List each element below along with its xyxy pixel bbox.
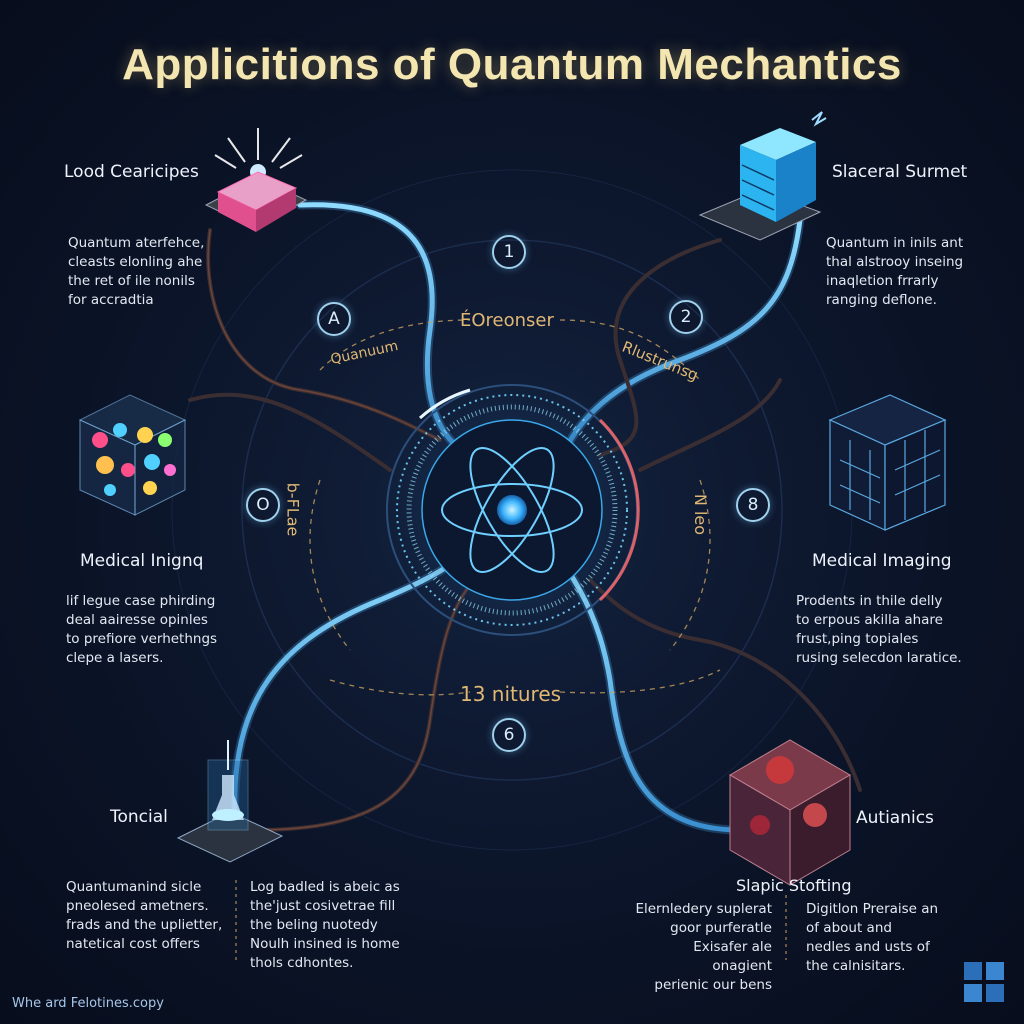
desc-line: frads and the uplietter, bbox=[66, 917, 223, 933]
desc-line: the'just cosivetrae fill bbox=[250, 898, 396, 914]
flask-icon bbox=[176, 740, 284, 863]
node-desc-bottom-right-b: Digitlon Preraise an of about and nedles… bbox=[806, 900, 938, 976]
node-desc-mid-right: Prodents in thile delly to erpous akilla… bbox=[796, 592, 962, 668]
desc-line: pneolesed ametners. bbox=[66, 898, 209, 914]
desc-line: Quantum aterfehce, bbox=[68, 235, 205, 251]
particle-cube-icon bbox=[78, 394, 187, 516]
desc-line: Log badled is abeic as bbox=[250, 879, 400, 895]
desc-line: cleasts elonling ahe bbox=[68, 254, 203, 270]
desc-line: for accradtia bbox=[68, 292, 154, 308]
node-label-mid-left: Medical Inignq bbox=[80, 551, 204, 571]
desc-line: the ret of ile nonils bbox=[68, 273, 195, 289]
desc-line: lif legue case phirding bbox=[66, 593, 216, 609]
server-icon bbox=[698, 111, 827, 241]
desc-line: frust,ping topiales bbox=[796, 631, 919, 647]
desc-line: nedles and usts of bbox=[806, 939, 930, 955]
desc-line: natetical cost offers bbox=[66, 936, 200, 952]
node-desc-bottom-left: Quantumanind sicle pneolesed ametners. f… bbox=[66, 878, 222, 954]
desc-line: clepe a lasers. bbox=[66, 650, 164, 666]
red-cube-icon bbox=[729, 739, 851, 886]
center-label-top: ÉOreonser bbox=[460, 310, 554, 331]
desc-line: the beling nuotedy bbox=[250, 917, 378, 933]
desc-line: goor purferatle bbox=[670, 920, 772, 936]
node-sublabel-bottom-right: Slapic Stofting bbox=[736, 876, 852, 895]
desc-line: Elernledery suplerat bbox=[635, 901, 772, 917]
desc-line: the calnisitars. bbox=[806, 958, 906, 974]
desc-line: to erpous akilla ahare bbox=[796, 612, 943, 628]
desc-line: deal aairesse opinles bbox=[66, 612, 208, 628]
center-label-left-vertical: b-FLae bbox=[283, 482, 303, 537]
grid-cube-icon bbox=[828, 394, 947, 531]
step-letter-a: A bbox=[317, 302, 351, 336]
node-desc-bottom-right-a: Elernledery suplerat goor purferatle Exi… bbox=[632, 900, 772, 995]
step-number-1: 1 bbox=[492, 235, 526, 269]
node-desc-bottom-middle: Log badled is abeic as the'just cosivetr… bbox=[250, 878, 400, 973]
chip-icon bbox=[204, 128, 308, 232]
desc-line: Prodents in thile delly bbox=[796, 593, 943, 609]
desc-line: Noulh insined is home bbox=[250, 936, 400, 952]
desc-line: ranging deflone. bbox=[826, 292, 937, 308]
center-label-right-vertical: N leo bbox=[691, 493, 711, 536]
footer-credit: Whe ard Felotines.copy bbox=[12, 996, 164, 1011]
node-label-mid-right: Medical Imaging bbox=[812, 551, 952, 571]
center-label-bottom: 13 nitures bbox=[460, 682, 562, 706]
step-number-8: 8 bbox=[736, 488, 770, 522]
node-desc-top-left: Quantum aterfehce, cleasts elonling ahe … bbox=[68, 234, 204, 310]
desc-line: thal alstrooy inseing bbox=[826, 254, 964, 270]
desc-line: Quantum in inils ant bbox=[826, 235, 964, 251]
page-title: Applicitions of Quantum Mechantics bbox=[122, 40, 902, 89]
desc-line: rusing selecdon laratice. bbox=[796, 650, 962, 666]
node-label-bottom-right: Autianics bbox=[856, 808, 934, 828]
corner-logo-icon bbox=[964, 962, 1004, 1002]
desc-line: perienic our bens bbox=[654, 977, 772, 993]
node-desc-mid-left: lif legue case phirding deal aairesse op… bbox=[66, 592, 217, 668]
node-label-bottom-left: Toncial bbox=[110, 807, 168, 827]
desc-line: inaqletion frrarly bbox=[826, 273, 939, 289]
node-label-top-right: Slaceral Surmet bbox=[832, 162, 968, 182]
desc-line: Exisafer ale onagient bbox=[693, 939, 772, 974]
desc-line: Quantumanind sicle bbox=[66, 879, 202, 895]
central-atom-hub bbox=[362, 360, 662, 660]
step-number-0: O bbox=[246, 488, 280, 522]
desc-line: of about and bbox=[806, 920, 892, 936]
desc-line: thols cdhontes. bbox=[250, 955, 354, 971]
step-number-2: 2 bbox=[669, 300, 703, 334]
desc-line: Digitlon Preraise an bbox=[806, 901, 939, 917]
node-label-top-left: Lood Cearicipes bbox=[64, 162, 199, 182]
step-number-6: 6 bbox=[492, 718, 526, 752]
node-desc-top-right: Quantum in inils ant thal alstrooy insei… bbox=[826, 234, 963, 310]
desc-line: to prefiore verhethngs bbox=[66, 631, 218, 647]
